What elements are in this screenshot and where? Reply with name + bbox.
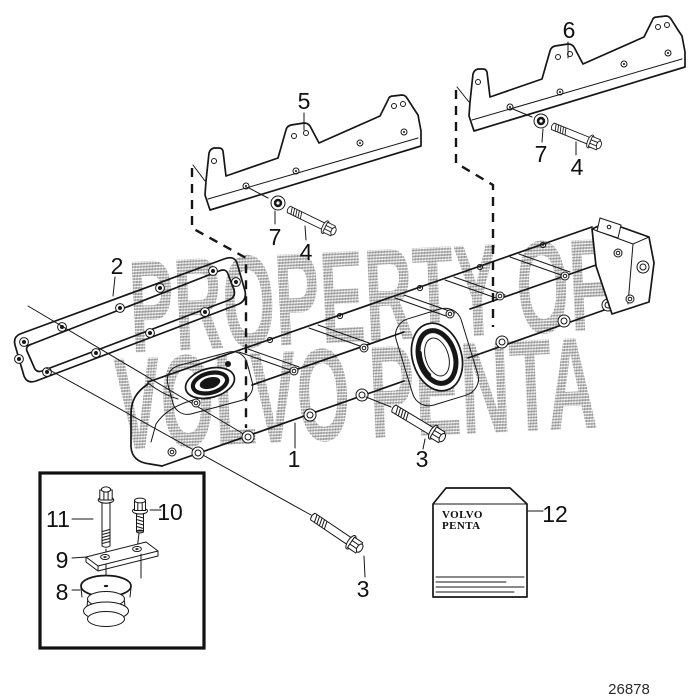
manifold-right-end (591, 217, 655, 315)
washer-bolt-set-upper-left (248, 187, 339, 241)
callout-8: 8 (56, 579, 69, 605)
callout-7-left: 7 (269, 224, 282, 250)
manifold-port-center (395, 307, 479, 407)
bolt-part4-left (284, 202, 339, 239)
gasket-part2 (13, 256, 247, 383)
callout-3-middle: 3 (416, 446, 429, 472)
washer-bolt-set-upper-right (512, 108, 605, 156)
callout-1: 1 (288, 446, 301, 472)
mounting-bracket-part5 (190, 95, 421, 428)
leader-line-gasket-1 (27, 305, 248, 437)
inset-detail-box (38, 471, 206, 650)
washer-part7-left (270, 195, 286, 211)
callout-4-left: 4 (300, 239, 313, 265)
leader-line-gasket-2 (45, 367, 312, 516)
rubber-buffer-part8 (80, 574, 132, 627)
plate-part9 (85, 541, 159, 579)
callout-7-right: 7 (535, 141, 548, 167)
callout-4-right: 4 (571, 154, 584, 180)
callout-6: 6 (563, 17, 576, 43)
callout-9: 9 (56, 547, 69, 573)
callout-2: 2 (111, 253, 124, 279)
washer-part7-right (533, 113, 549, 129)
mounting-bracket-part6 (454, 16, 685, 327)
bag-brand-line2: PENTA (442, 520, 480, 532)
callout-12: 12 (542, 501, 568, 527)
drawing-number: 26878 (608, 681, 650, 698)
bolt-part3-lower (306, 508, 367, 578)
screw-part10 (132, 497, 148, 547)
callout-11: 11 (46, 506, 70, 532)
manifold-part1 (130, 217, 655, 467)
callout-3-lower: 3 (357, 576, 370, 602)
callout-dash-9 (71, 556, 88, 559)
callout-line-2 (112, 276, 116, 297)
callout-5: 5 (298, 88, 311, 114)
parts-bag-part12: VOLVO PENTA (432, 487, 544, 598)
callout-10: 10 (157, 499, 183, 525)
bag-brand-line1: VOLVO (442, 509, 483, 521)
bolt-part3-middle (365, 396, 450, 450)
alignment-dashed-line-right (454, 90, 495, 327)
manifold-port-left (166, 351, 254, 415)
